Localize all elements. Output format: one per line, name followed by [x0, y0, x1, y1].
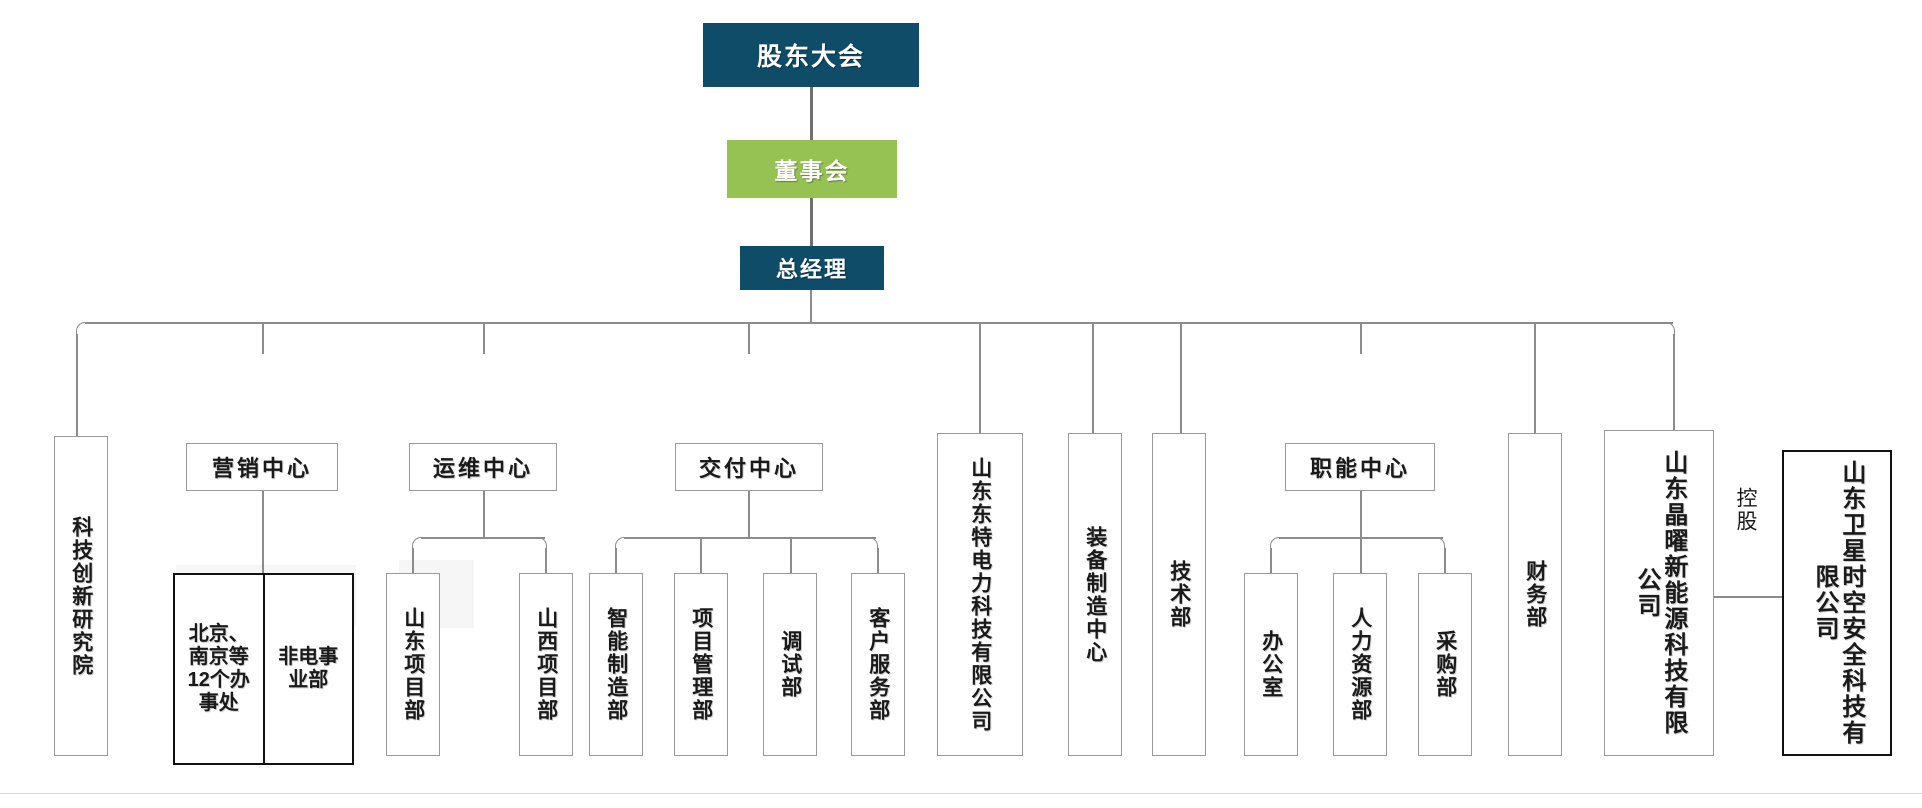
node-shareholders-meeting[interactable]: 股东大会: [703, 23, 919, 87]
connector-main-bus: [85, 322, 1673, 324]
node-office-administration[interactable]: 办公室: [1244, 573, 1298, 756]
connector-drop-dete-power: [979, 323, 981, 433]
connector-ops-bus: [421, 537, 545, 539]
connector-marketing-stem: [262, 491, 264, 573]
connector-delivery-left-corner: [615, 537, 627, 551]
connector-board-gm: [810, 198, 813, 246]
node-jingyao-new-energy-company[interactable]: 山东晶曜新能源科技有限公司: [1604, 430, 1714, 756]
connector-functional-right-corner: [1433, 537, 1445, 551]
connector-delivery-stem: [748, 491, 750, 538]
node-delivery-center[interactable]: 交付中心: [675, 443, 823, 491]
node-project-management-dept[interactable]: 项目管理部: [674, 573, 728, 756]
node-rnd-institute[interactable]: 科技创新研究院: [54, 436, 108, 756]
connector-ops-child-2: [545, 548, 547, 573]
node-general-manager[interactable]: 总经理: [740, 246, 884, 290]
node-shandong-project-dept[interactable]: 山东项目部: [386, 573, 440, 756]
node-marketing-center[interactable]: 营销中心: [186, 443, 338, 491]
node-finance-department[interactable]: 财务部: [1508, 433, 1562, 756]
node-equipment-manufacturing-center[interactable]: 装备制造中心: [1068, 433, 1122, 756]
node-satellite-spacetime-company[interactable]: 山东卫星时空安全科技有限公司: [1782, 450, 1892, 756]
node-commissioning-dept[interactable]: 调试部: [763, 573, 817, 756]
connector-holding-link: [1714, 596, 1782, 598]
connector-drop-tech: [1180, 323, 1182, 433]
connector-drop-marketing: [262, 323, 264, 354]
connector-delivery-child-3: [790, 537, 792, 573]
node-customer-service-dept[interactable]: 客户服务部: [851, 573, 905, 756]
connector-gm-to-bus: [810, 290, 812, 323]
connector-ops-stem: [483, 491, 485, 538]
connector-drop-delivery: [748, 323, 750, 354]
connector-drop-finance: [1534, 323, 1536, 433]
node-branch-offices[interactable]: 北京、南京等12个办事处: [175, 575, 265, 763]
node-board-of-directors[interactable]: 董事会: [727, 140, 897, 198]
connector-bus-right-corner: [1663, 322, 1675, 337]
label-holding-relation: 控股: [1734, 487, 1757, 533]
connector-drop-ops: [483, 323, 485, 354]
connector-delivery-right-corner: [866, 537, 878, 551]
connector-ops-right-corner: [535, 537, 547, 551]
node-marketing-children-frame: 北京、南京等12个办事处 非电事业部: [173, 573, 354, 765]
node-technology-department[interactable]: 技术部: [1152, 433, 1206, 756]
connector-ops-left-corner: [412, 537, 424, 551]
connector-functional-child-3: [1444, 548, 1446, 573]
connector-ops-child-1: [412, 548, 414, 573]
connector-drop-rnd: [76, 334, 78, 436]
connector-delivery-child-2: [700, 537, 702, 573]
connector-bus-left-corner: [76, 322, 88, 337]
connector-delivery-child-4: [877, 548, 879, 573]
connector-drop-jingyao: [1673, 334, 1675, 430]
node-procurement-dept[interactable]: 采购部: [1418, 573, 1472, 756]
node-shanxi-project-dept[interactable]: 山西项目部: [519, 573, 573, 756]
page-bottom-rule: [0, 793, 1922, 794]
connector-shareholders-board: [810, 87, 813, 140]
connector-functional-left-corner: [1270, 537, 1282, 551]
connector-drop-functional: [1360, 323, 1362, 354]
connector-delivery-bus: [624, 537, 876, 539]
node-smart-manufacturing-dept[interactable]: 智能制造部: [589, 573, 643, 756]
node-dete-power-company[interactable]: 山东东特电力科技有限公司: [937, 433, 1023, 756]
node-non-power-division[interactable]: 非电事业部: [278, 646, 339, 691]
connector-functional-child-2: [1360, 537, 1362, 573]
connector-delivery-child-1: [615, 548, 617, 573]
connector-drop-equipment: [1092, 323, 1094, 433]
connector-functional-child-1: [1270, 548, 1272, 573]
node-human-resources-dept[interactable]: 人力资源部: [1333, 573, 1387, 756]
node-ops-center[interactable]: 运维中心: [409, 443, 557, 491]
node-functional-center[interactable]: 职能中心: [1285, 443, 1435, 491]
connector-functional-stem: [1360, 491, 1362, 538]
